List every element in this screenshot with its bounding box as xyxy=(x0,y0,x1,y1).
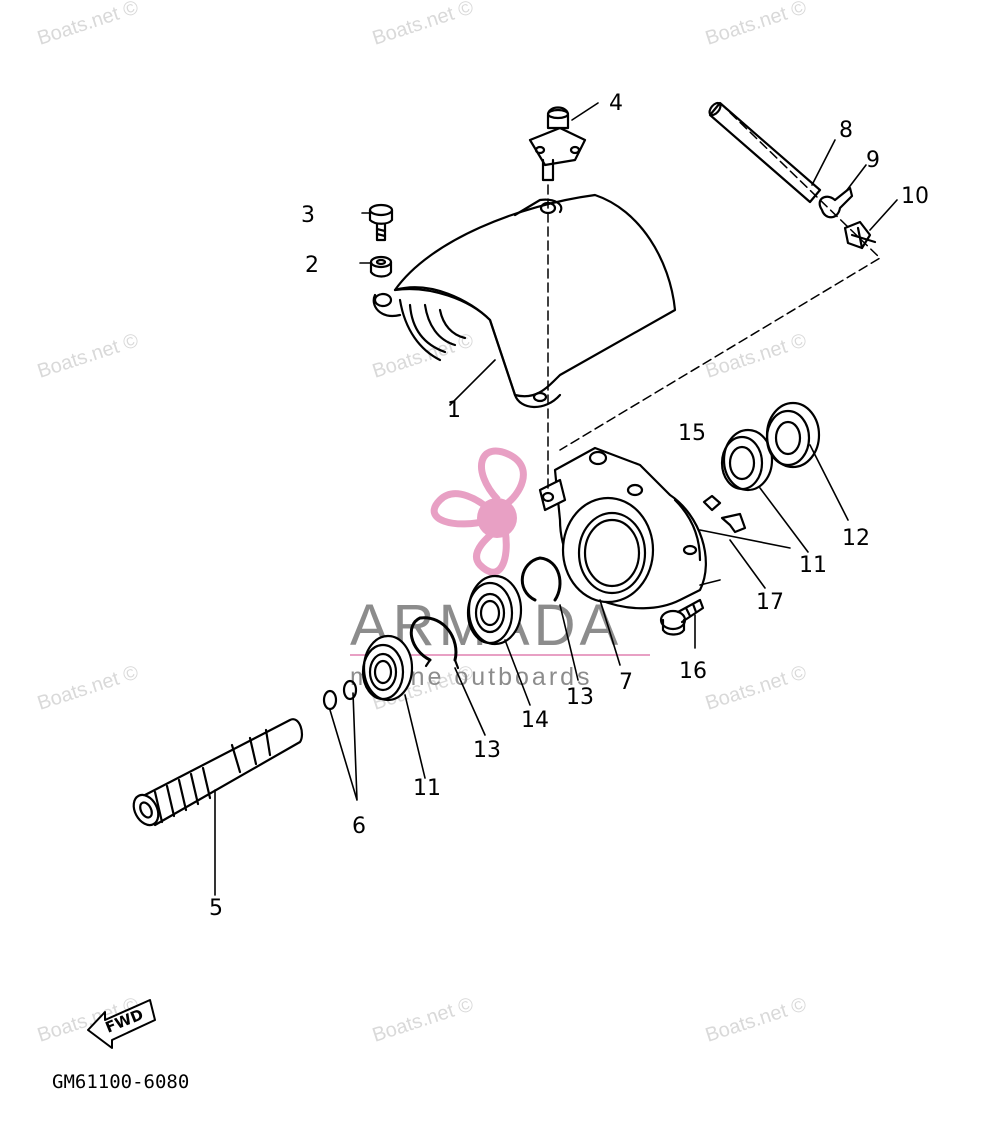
watermark: Boats.net © xyxy=(703,0,810,50)
part-5-shaft xyxy=(132,718,304,827)
part-drawings xyxy=(132,101,898,896)
callout-13-upper: 13 xyxy=(566,685,594,710)
callout-11-upper: 11 xyxy=(799,553,827,578)
callouts: 1 2 3 4 5 6 7 8 9 10 11 11 12 13 13 14 1… xyxy=(209,91,929,921)
callout-17: 17 xyxy=(756,590,784,615)
diagram-code: GM61100-6080 xyxy=(52,1071,189,1093)
callout-6: 6 xyxy=(352,814,366,839)
watermark: Boats.net © xyxy=(35,329,142,382)
callout-9: 9 xyxy=(866,148,880,173)
callout-1: 1 xyxy=(447,398,461,423)
part-1-cover xyxy=(372,193,677,409)
part-13-snap-ring-upper xyxy=(520,556,562,602)
propeller-icon xyxy=(430,447,527,576)
part-9-clip xyxy=(818,186,854,219)
part-11-bearing-lower xyxy=(361,634,414,702)
part-13-snap-ring-lower xyxy=(409,616,460,670)
callout-16: 16 xyxy=(679,659,707,684)
part-16-bolt xyxy=(659,598,705,636)
watermark: Boats.net © xyxy=(370,993,477,1046)
watermark: Boats.net © xyxy=(35,661,142,714)
part-8-rod xyxy=(708,101,822,204)
callout-10: 10 xyxy=(901,184,929,209)
watermark: Boats.net © xyxy=(703,661,810,714)
watermark: Boats.net © xyxy=(35,0,142,50)
leader-lines xyxy=(214,102,898,896)
callout-3: 3 xyxy=(301,203,315,228)
callout-7: 7 xyxy=(619,670,633,695)
arrow-left-icon xyxy=(87,999,156,1049)
part-3-bolt xyxy=(368,203,394,242)
part-17-plate xyxy=(720,512,747,534)
callout-14: 14 xyxy=(521,708,549,733)
callout-13-lower: 13 xyxy=(473,738,501,763)
callout-4: 4 xyxy=(609,91,623,116)
part-15-pin xyxy=(702,494,722,512)
part-14-bearing xyxy=(466,574,523,646)
part-6-orings xyxy=(322,679,358,711)
callout-11-lower: 11 xyxy=(413,776,441,801)
part-7-housing xyxy=(538,446,707,610)
part-11-bearing-upper xyxy=(720,428,774,492)
callout-5: 5 xyxy=(209,896,223,921)
callout-8: 8 xyxy=(839,118,853,143)
watermark: Boats.net © xyxy=(703,993,810,1046)
part-10-nipple xyxy=(843,220,877,250)
watermark: Boats.net © xyxy=(370,0,477,50)
part-2-collar xyxy=(369,255,393,278)
callout-2: 2 xyxy=(305,253,319,278)
callout-15: 15 xyxy=(678,421,706,446)
callout-12: 12 xyxy=(842,526,870,551)
watermark: Boats.net © xyxy=(703,329,810,382)
part-12-seal xyxy=(765,401,821,469)
assembly-lines xyxy=(547,102,881,491)
part-4-fitting xyxy=(528,106,587,182)
